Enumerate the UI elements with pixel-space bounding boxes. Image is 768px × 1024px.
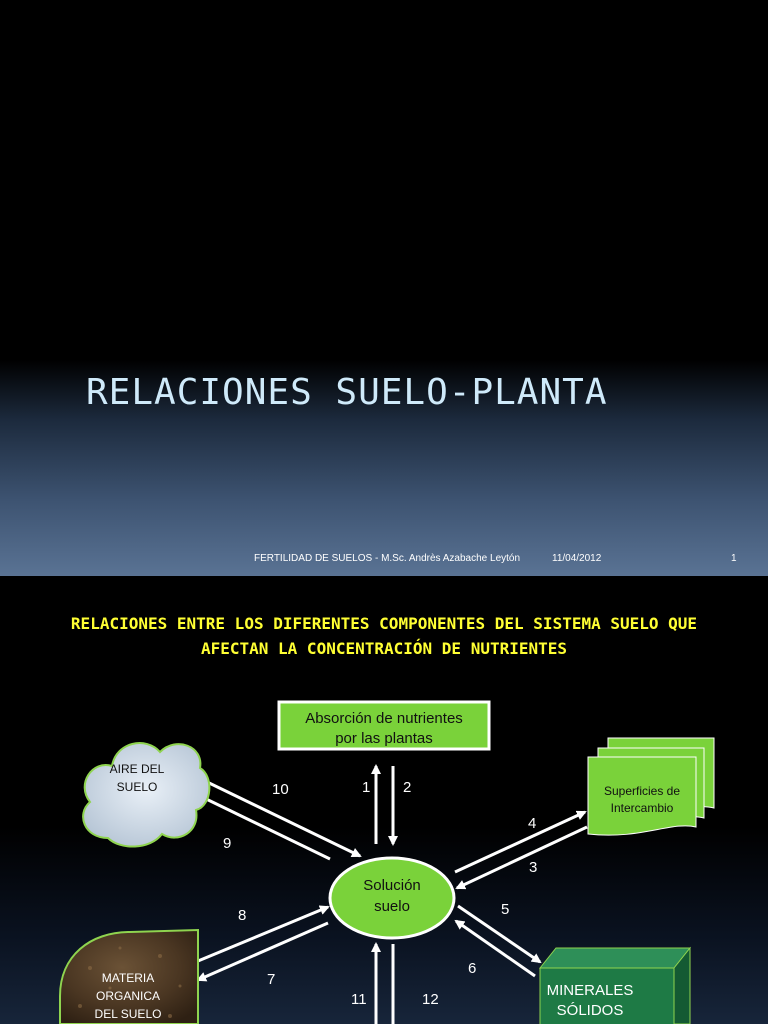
aire-label-line-2: SUELO — [117, 780, 158, 794]
superficies-label-line-1: Superficies de — [604, 784, 680, 798]
arrow-label-9: 9 — [223, 835, 231, 852]
arrow-3 — [457, 827, 587, 888]
minerales-label-line-2: SÓLIDOS — [557, 1002, 624, 1019]
diagram-slide: RELACIONES ENTRE LOS DIFERENTES COMPONEN… — [0, 576, 768, 1024]
arrow-label-6: 6 — [468, 960, 476, 977]
superficies-label-line-2: Intercambio — [611, 801, 674, 815]
arrow-4 — [455, 812, 585, 872]
solucion-label-line-2: suelo — [374, 898, 410, 915]
arrow-5 — [458, 906, 540, 962]
aire-cloud-node: AIRE DEL SUELO — [83, 743, 209, 846]
materia-label-line-1: MATERIA — [102, 971, 154, 985]
arrow-label-10: 10 — [272, 781, 289, 798]
footer-course: FERTILIDAD DE SUELOS - M.Sc. Andrès Azab… — [254, 553, 520, 564]
superficies-node: Superficies de Intercambio — [588, 738, 714, 835]
solucion-label-line-1: Solución — [363, 877, 421, 894]
slide-title: RELACIONES SUELO-PLANTA — [86, 372, 608, 413]
arrow-label-4: 4 — [528, 815, 536, 832]
absorcion-node: Absorción de nutrientes por las plantas — [279, 702, 489, 749]
absorcion-label-line-2: por las plantas — [335, 730, 433, 747]
minerales-label-line-1: MINERALES — [547, 982, 634, 999]
absorcion-label-line-1: Absorción de nutrientes — [305, 710, 463, 727]
materia-label-line-2: ORGANICA — [96, 989, 160, 1003]
soil-nutrient-diagram: 1 2 3 4 5 6 7 8 9 10 11 12 Absorción de … — [0, 576, 768, 1024]
materia-organica-node: MATERIA ORGANICA DEL SUELO — [60, 930, 198, 1024]
aire-label-line-1: AIRE DEL — [110, 762, 165, 776]
materia-label-line-3: DEL SUELO — [95, 1007, 162, 1021]
cloud-icon — [83, 743, 209, 846]
arrow-label-11: 11 — [351, 991, 367, 1008]
arrow-label-5: 5 — [501, 901, 509, 918]
footer-page-number: 1 — [731, 553, 737, 564]
solucion-node: Solución suelo — [330, 858, 454, 938]
arrow-9 — [200, 796, 330, 859]
arrow-label-7: 7 — [267, 971, 275, 988]
arrow-label-2: 2 — [403, 779, 411, 796]
arrow-label-8: 8 — [238, 907, 246, 924]
minerales-node: MINERALES SÓLIDOS — [540, 948, 690, 1024]
arrow-label-1: 1 — [362, 779, 370, 796]
footer-date: 11/04/2012 — [552, 553, 601, 564]
arrow-label-3: 3 — [529, 859, 537, 876]
arrow-label-12: 12 — [422, 991, 439, 1008]
title-slide: RELACIONES SUELO-PLANTA FERTILIDAD DE SU… — [0, 0, 768, 576]
